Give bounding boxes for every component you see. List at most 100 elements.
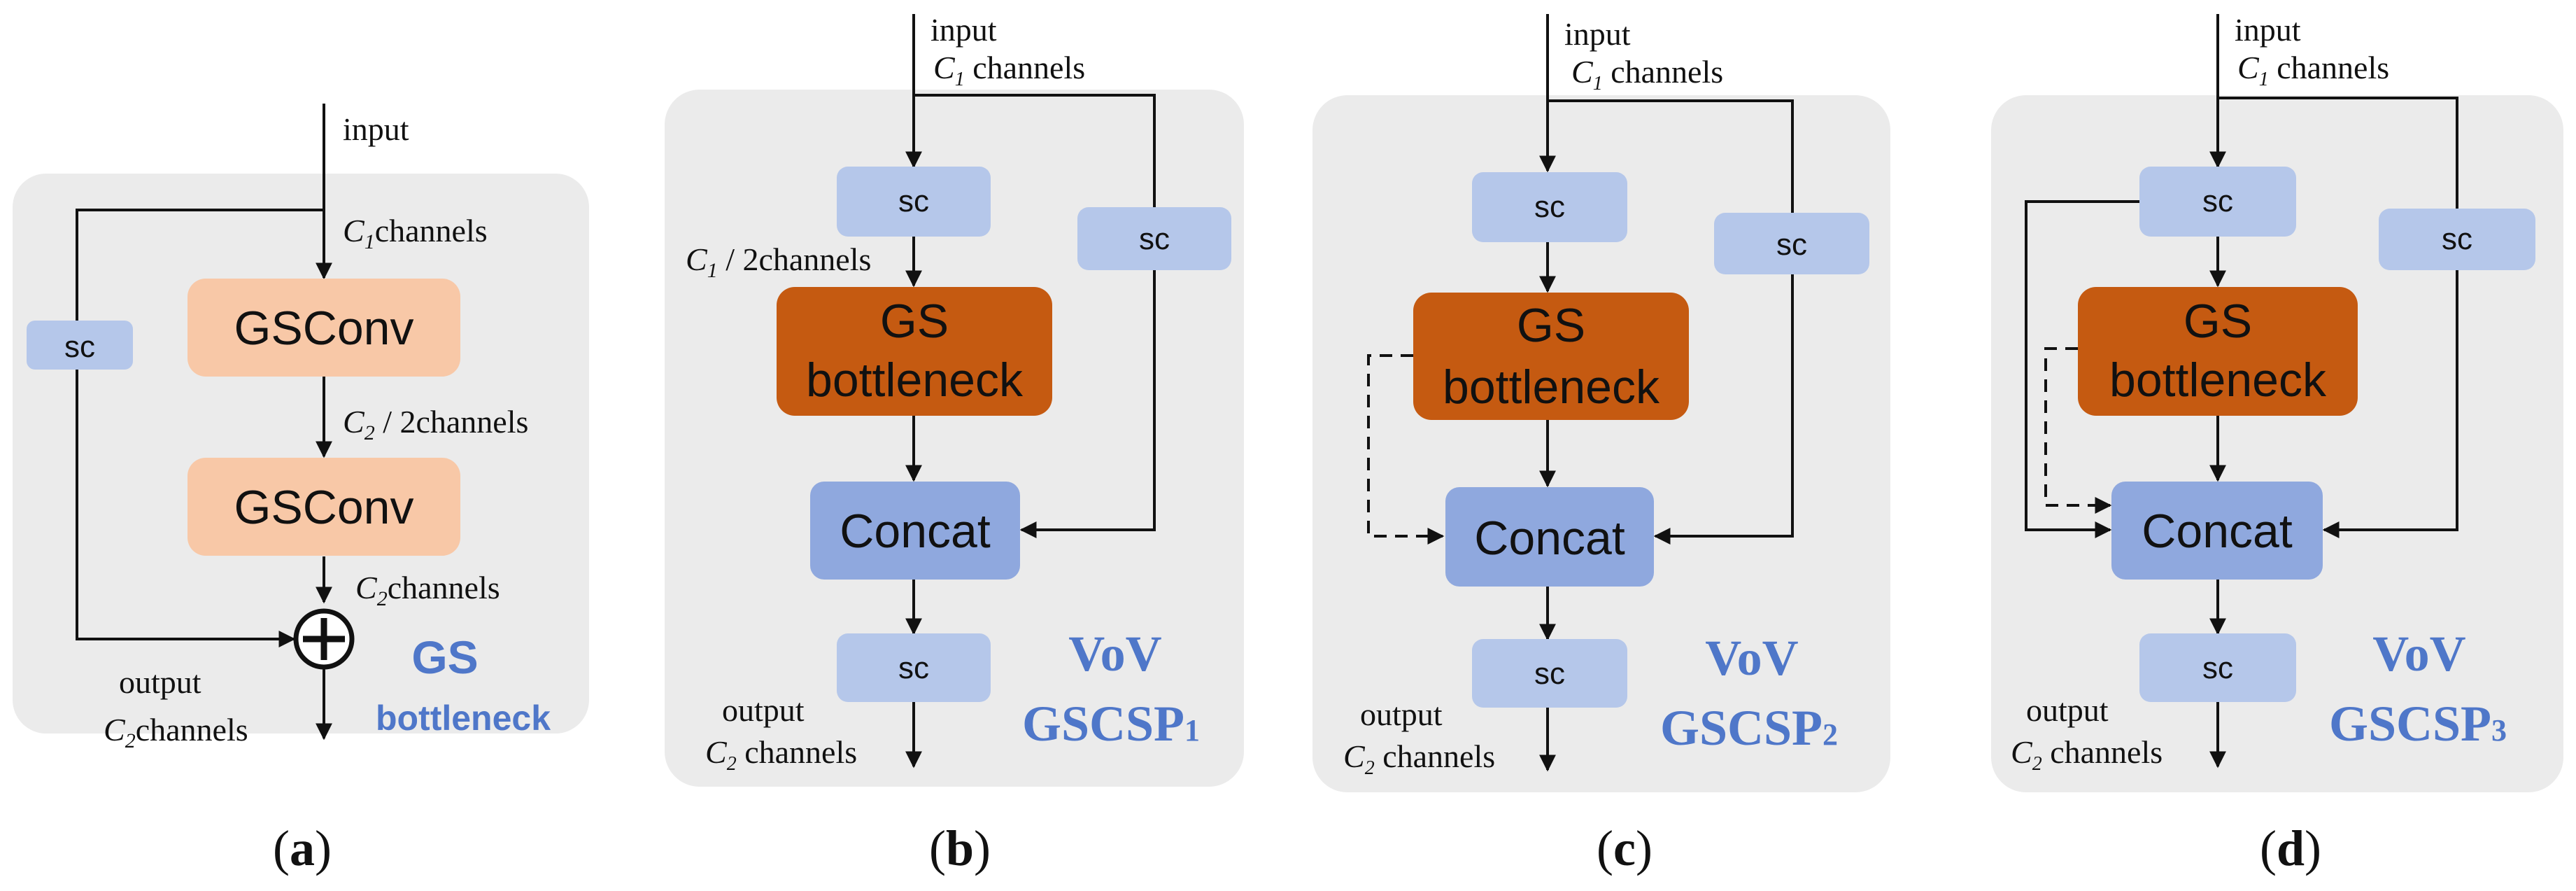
title-subscript: 3 [2491,713,2507,748]
concat-box [810,482,1020,580]
c-letter: C [1571,54,1594,90]
sc-box-side [1077,207,1231,270]
c-letter: C [686,241,708,277]
gs-bottleneck-label-line1: GS [2184,295,2252,348]
c-letter: C [355,570,378,605]
panel-title-line2: GSCSP3 [2329,696,2507,752]
channels-text: channels [972,50,1085,85]
c-subscript: 2 [727,753,737,775]
sc-box-side [1714,213,1869,274]
panel-title-line2: bottleneck [376,699,551,738]
c1-channels-label: C1 channels [933,50,1085,90]
concat-label: Concat [1474,512,1625,565]
gs-bottleneck-box [777,287,1052,416]
panel-title-line1: VoV [1068,626,1161,682]
caption-letter: a [290,820,315,876]
c-subscript: 2 [1365,757,1375,779]
caption-letter: c [1613,820,1636,876]
c1-channels-label: C1 channels [1571,54,1723,94]
output-label: output [722,692,805,728]
c-letter: C [104,712,126,748]
c-subscript: 2 [365,421,375,444]
c-letter: C [343,213,365,248]
c-subscript: 1 [1593,73,1603,94]
sc-label-top: sc [898,184,929,218]
c-subscript: 2 [377,587,388,610]
panel-caption: (c) [1597,820,1653,876]
panel-caption: (b) [929,820,991,876]
c-subscript: 1 [365,230,375,253]
gs-bottleneck-box [2078,287,2358,416]
output-c2-channels-label: C2 channels [705,734,857,775]
sc-label-side: sc [1776,227,1807,262]
sc-label-top: sc [1534,190,1565,224]
concat-box [2111,482,2323,580]
sc-box-top [1472,172,1627,242]
branch-to-concat-arrow [1019,270,1156,538]
channels-text: channels [2050,734,2163,770]
title-text: GSCSP [2329,696,2491,752]
sc-label-side: sc [2442,222,2472,256]
title-text: GSCSP [1022,696,1184,752]
input-label: input [343,111,409,147]
panel-c: sc sc GS bottleneck Concat sc input C1 c… [1312,14,1890,876]
panel-d: sc sc GS bottleneck Concat sc input C1 c… [1991,12,2563,876]
sc-label-side: sc [1139,222,1170,256]
c-subscript: 2 [125,729,136,752]
input-label: input [1564,16,1631,52]
sc-to-concat-skip [2025,200,2139,538]
gsconv-box-1 [187,279,460,377]
half-text: / 2 [718,241,759,277]
title-subscript: 2 [1823,717,1838,752]
panel-title-line1: VoV [1705,630,1798,686]
sc-label-bottom: sc [2202,651,2233,685]
gs-bottleneck-label-line1: GS [880,295,949,348]
sc-box-bottom [1472,639,1627,708]
sc-box-top [837,167,991,237]
c-letter: C [1343,738,1366,774]
panel-title-line1: VoV [2372,626,2465,682]
output-label: output [119,664,201,700]
panel-caption: (d) [2260,820,2321,876]
branch-to-concat-arrow [1653,274,1794,545]
sc-box-side [2379,209,2535,270]
gsconv-label-2: GSConv [234,481,414,534]
c-letter: C [2237,50,2260,85]
c1-half-channels-label: C1 / 2channels [686,241,871,282]
panel-title-line1: GS [411,631,478,683]
skip-connection [76,209,324,647]
branch-line [1548,99,1794,213]
c-letter: C [2011,734,2033,770]
channels-text: channels [2277,50,2389,85]
panel-title-line2: GSCSP1 [1022,696,1200,752]
caption-letter: b [946,820,974,876]
concat-label: Concat [2142,505,2293,558]
c-letter: C [933,50,956,85]
c-subscript: 1 [2259,69,2269,90]
branch-line [2218,97,2458,209]
panel-title-line2: GSCSP2 [1660,700,1838,756]
c-letter: C [705,734,728,770]
branch-line [914,94,1156,207]
sc-label-bottom: sc [898,651,929,685]
panel-a: sc GSConv GSConv input C1channels C2 / 2… [13,104,589,876]
channels-text: channels [416,404,528,440]
gs-bottleneck-label-line2: bottleneck [806,353,1024,407]
output-label: output [1360,696,1443,732]
c2-channels-label: C2channels [355,570,500,610]
title-subscript: 1 [1184,713,1200,748]
c-subscript: 1 [707,259,718,282]
channels-text: channels [375,213,488,248]
input-label: input [930,12,997,48]
c-letter: C [343,404,365,440]
dashed-connection [2044,347,2112,514]
sc-label-bottom: sc [1534,657,1565,691]
concat-label: Concat [840,505,991,558]
title-text: GSCSP [1660,700,1823,756]
branch-to-concat-arrow [2322,270,2458,538]
channels-text: channels [136,712,248,748]
output-c2-channels-label: C2 channels [1343,738,1495,779]
channels-text: channels [1382,738,1495,774]
panel-caption: (a) [273,820,332,876]
